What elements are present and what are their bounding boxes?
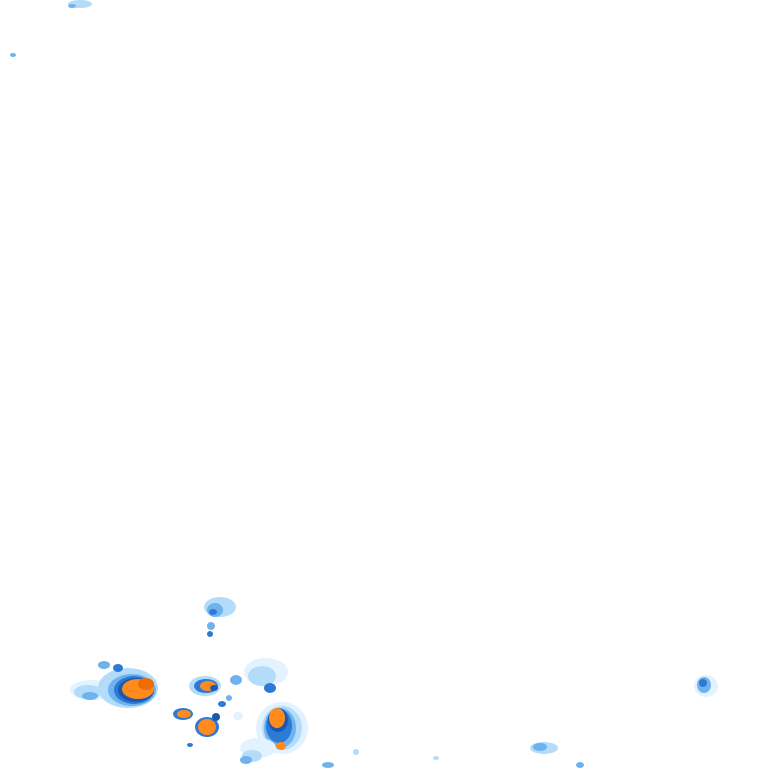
echo-blob: [276, 742, 286, 750]
echo-blob: [198, 719, 216, 735]
echo-blob: [226, 695, 232, 701]
echo-blob: [230, 675, 242, 685]
echo-blob: [210, 685, 218, 691]
echo-blob: [322, 762, 334, 768]
echo-blob: [218, 701, 226, 707]
echo-blob: [264, 683, 276, 693]
echo-blob: [576, 762, 584, 768]
echo-blob: [248, 666, 276, 686]
echo-blob: [138, 678, 154, 690]
echo-cluster-center: [173, 675, 243, 747]
echo-cluster-far-east: [694, 675, 718, 697]
echo-blob: [187, 743, 193, 747]
echo-blob: [209, 609, 217, 615]
echo-blob: [212, 713, 220, 721]
echo-blob: [68, 4, 76, 8]
echo-blob: [82, 692, 98, 700]
echo-blob: [433, 756, 439, 760]
echo-blob: [98, 661, 110, 669]
echo-cluster-west: [70, 661, 158, 708]
echo-blob: [177, 710, 191, 718]
echo-blob: [533, 743, 547, 751]
echo-blob: [269, 708, 285, 728]
echo-blob: [240, 756, 252, 764]
echo-blob: [233, 712, 243, 720]
echo-cluster-top-left: [10, 0, 92, 57]
echo-cluster-south-east: [433, 742, 584, 768]
echo-blob: [10, 53, 16, 57]
echo-cluster-east: [240, 658, 359, 768]
echo-blob: [113, 664, 123, 672]
echo-blob: [353, 749, 359, 755]
echo-cluster-north: [204, 597, 236, 637]
echo-blob: [699, 679, 707, 687]
echo-blob: [207, 622, 215, 630]
echo-blob: [207, 631, 213, 637]
